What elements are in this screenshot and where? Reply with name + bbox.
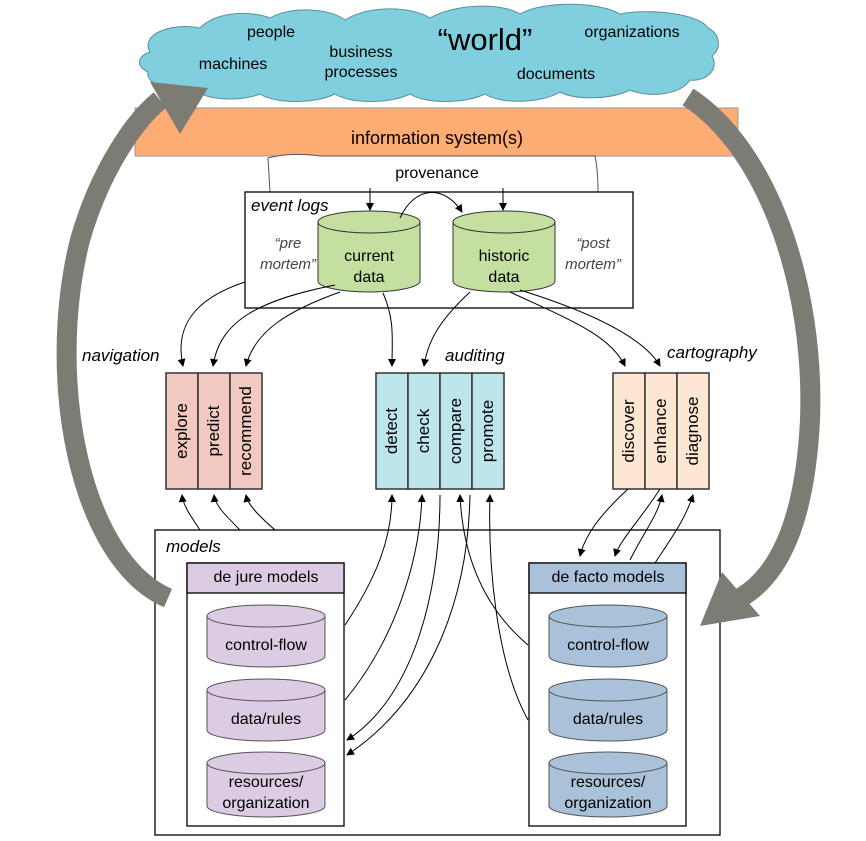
de-facto-data-rules: data/rules — [572, 711, 644, 728]
current-data-cylinder — [317, 210, 421, 293]
world-item-people: people — [246, 24, 296, 41]
audit-detect-label: detect — [382, 407, 401, 455]
de-facto-title: de facto models — [551, 569, 665, 586]
historic-data-cylinder — [452, 210, 556, 293]
world-item-documents: documents — [516, 66, 596, 83]
connector-arrows — [177, 281, 695, 756]
de-facto-resources-organization: resources/ organization — [564, 774, 652, 812]
de-jure-title: de jure models — [213, 569, 319, 586]
models-title: models — [166, 537, 221, 556]
de-facto-cylinders — [548, 604, 668, 818]
nav-explore-label: explore — [172, 403, 191, 459]
historic-data-label: historic data — [478, 248, 530, 286]
world-item-organizations: organizations — [584, 24, 680, 41]
event-logs-title: event logs — [251, 196, 329, 215]
world-cloud — [139, 3, 719, 102]
de-jure-data-rules: data/rules — [230, 711, 302, 728]
de-facto-control-flow: control-flow — [567, 637, 649, 654]
navigation-boxes — [165, 372, 263, 490]
provenance-label: provenance — [395, 165, 479, 182]
carto-enhance-label: enhance — [651, 398, 670, 464]
carto-discover-label: discover — [619, 399, 638, 463]
event-logs-box — [244, 191, 634, 309]
world-item-business-processes: business processes — [324, 44, 398, 81]
de-jure-resources-organization: resources/ organization — [222, 774, 310, 812]
audit-check-label: check — [414, 408, 433, 454]
current-data-label: current data — [344, 248, 394, 286]
provenance-arrows — [366, 188, 507, 219]
nav-predict-label: predict — [204, 405, 223, 457]
auditing-title: auditing — [445, 346, 505, 365]
audit-promote-label: promote — [478, 399, 497, 463]
nav-recommend-label: recommend — [236, 386, 255, 476]
provenance-banner — [267, 153, 599, 193]
auditing-boxes — [375, 372, 505, 490]
de-jure-cylinders — [206, 604, 326, 818]
navigation-title: navigation — [82, 346, 160, 365]
pre-mortem-label: “pre mortem” — [260, 235, 316, 273]
world-title: “world” — [437, 22, 533, 57]
de-jure-control-flow: control-flow — [225, 637, 307, 654]
cartography-boxes — [612, 372, 710, 490]
post-mortem-label: “post mortem” — [565, 235, 621, 273]
audit-compare-label: compare — [446, 397, 465, 465]
information-system-bar — [134, 107, 739, 157]
big-cycle-arrows — [56, 82, 821, 626]
cartography-title: cartography — [667, 343, 757, 362]
world-item-machines: machines — [198, 56, 268, 73]
carto-diagnose-label: diagnose — [683, 396, 702, 466]
information-system-label: information system(s) — [350, 128, 524, 148]
